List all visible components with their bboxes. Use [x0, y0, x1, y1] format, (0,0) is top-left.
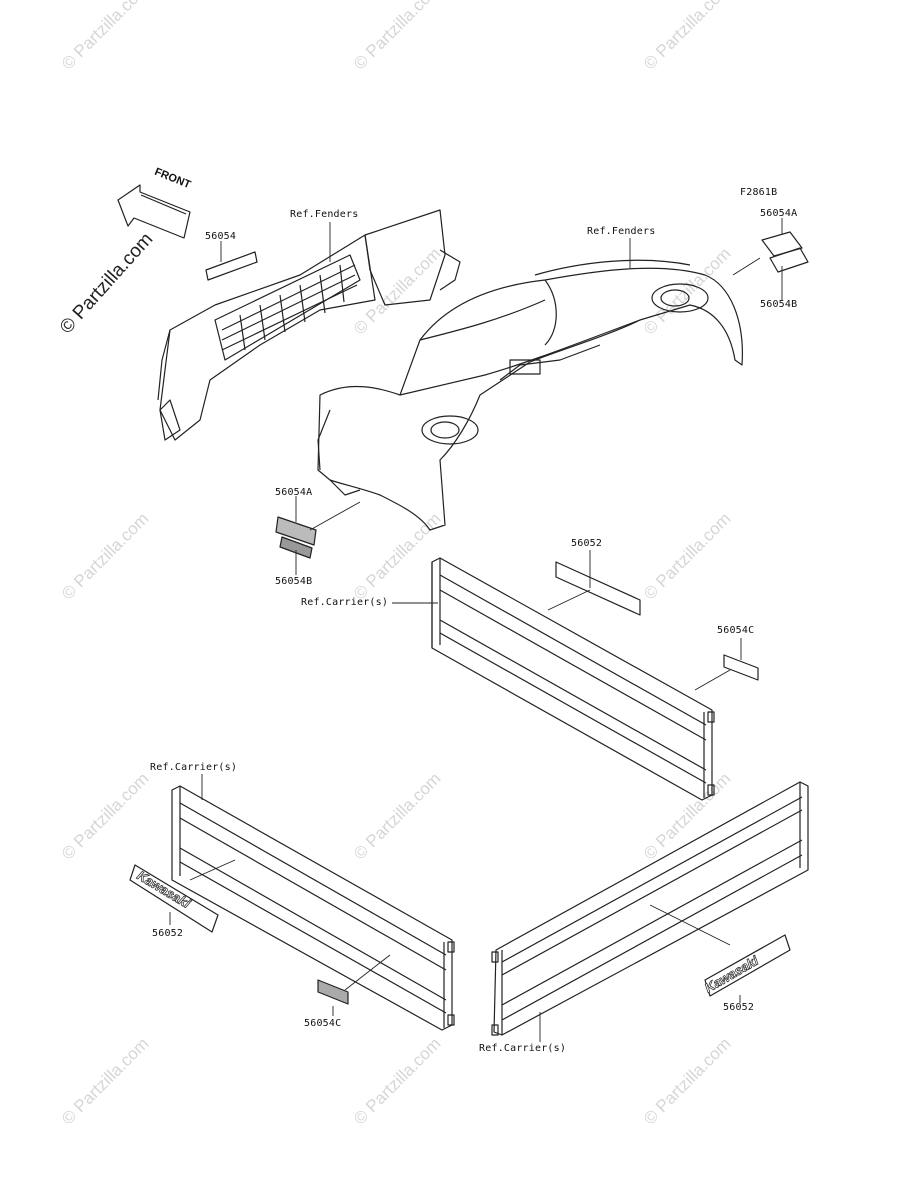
front-arrow-label: FRONT [153, 166, 193, 191]
rear-fender-part [317, 259, 743, 531]
callout-56054B-mid: 56054B [275, 576, 313, 587]
callout-ref-carrier-right: Ref.Carrier(s) [479, 1043, 567, 1054]
callout-56052-left: 56052 [152, 928, 184, 939]
carrier-panel-left [171, 785, 455, 1031]
kawasaki-text-left: Kawasaki [134, 868, 193, 912]
decal-56052-mid [555, 561, 641, 616]
callout-56054A-right: 56054A [760, 208, 798, 219]
kawasaki-text-right: Kawasaki [702, 953, 761, 996]
callout-56054B-right: 56054B [760, 299, 798, 310]
decal-56054 [205, 251, 258, 281]
decal-56054A-right [761, 231, 803, 257]
carrier-panel-middle [431, 557, 715, 801]
callout-56054: 56054 [205, 231, 237, 242]
callout-56052-right: 56052 [723, 1002, 755, 1013]
callout-ref-fenders-left: Ref.Fenders [290, 209, 359, 220]
callout-56054C-mid: 56054C [717, 625, 755, 636]
callout-ref-carrier-mid: Ref.Carrier(s) [301, 597, 389, 608]
decal-56054B-right [769, 247, 809, 273]
decal-56054C-left [317, 979, 349, 1005]
kawasaki-decal-right [704, 934, 791, 997]
callout-56054C-left: 56054C [304, 1018, 342, 1029]
leader-lines [169, 218, 783, 1042]
callout-56054A-mid: 56054A [275, 487, 313, 498]
callout-ref-carrier-left: Ref.Carrier(s) [150, 762, 238, 773]
callout-56052-mid: 56052 [571, 538, 603, 549]
figure-code: F2861B [740, 187, 778, 198]
front-arrow-icon [117, 184, 191, 239]
kawasaki-decal-left [129, 864, 219, 933]
callout-ref-fenders-right: Ref.Fenders [587, 226, 656, 237]
decal-56054A-mid [275, 516, 317, 546]
front-grille-part [157, 209, 461, 441]
decal-56054C-mid [723, 654, 759, 681]
carrier-panel-right [491, 781, 809, 1036]
decal-56054B-mid [279, 536, 313, 559]
